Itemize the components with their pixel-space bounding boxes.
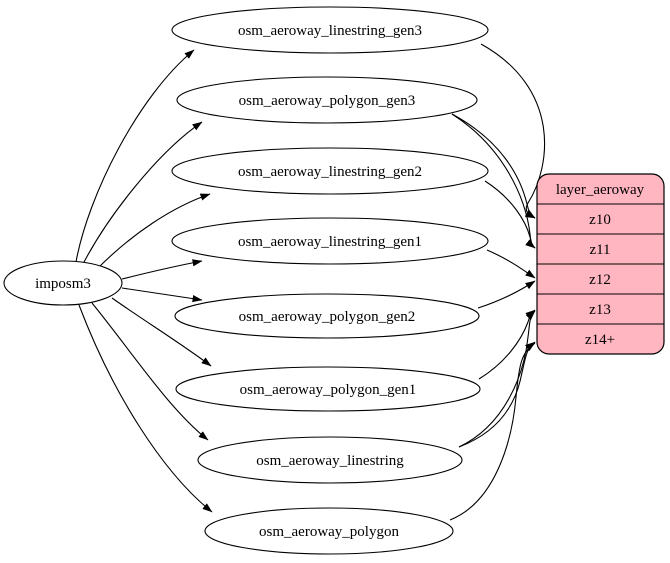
node-osm-aeroway-polygon-gen2: osm_aeroway_polygon_gen2 xyxy=(174,293,480,339)
node-osm-aeroway-linestring-gen3: osm_aeroway_linestring_gen3 xyxy=(171,6,489,54)
osm-aeroway-polygon-gen1-ellipse xyxy=(175,366,481,412)
osm-aeroway-polygon-gen2-ellipse xyxy=(174,293,480,339)
edge-imposm3-to-osm-aeroway-polygon-gen2 xyxy=(121,287,203,303)
edge-osm-aeroway-polygon-to-z14 xyxy=(449,342,536,521)
osm-aeroway-linestring-gen2-ellipse xyxy=(171,147,489,195)
layer-aeroway-title: layer_aeroway xyxy=(556,182,645,198)
osm-aeroway-polygon-gen3-ellipse xyxy=(176,76,478,124)
node-osm-aeroway-linestring-gen1: osm_aeroway_linestring_gen1 xyxy=(171,217,489,265)
osm-aeroway-linestring-gen1-label: osm_aeroway_linestring_gen1 xyxy=(238,234,422,250)
node-osm-aeroway-linestring: osm_aeroway_linestring xyxy=(197,436,463,484)
edge-osm-aeroway-linestring-gen3-to-z10 xyxy=(480,43,546,219)
edges-to-layer xyxy=(449,43,546,521)
edge-imposm3-to-osm-aeroway-polygon-gen3 xyxy=(82,121,203,265)
node-osm-aeroway-polygon-gen3: osm_aeroway_polygon_gen3 xyxy=(176,76,478,124)
edge-imposm3-to-osm-aeroway-polygon-gen1 xyxy=(111,297,212,367)
layer-aeroway-row-z11: z11 xyxy=(589,242,610,258)
node-osm-aeroway-polygon-gen1: osm_aeroway_polygon_gen1 xyxy=(175,366,481,412)
imposm3-ellipse xyxy=(3,260,123,306)
edge-imposm3-to-osm-aeroway-linestring-gen1 xyxy=(121,259,203,280)
edges-from-source xyxy=(75,49,213,513)
layer-aeroway-row-z14: z14+ xyxy=(585,332,615,348)
node-layer-aeroway: layer_aeroway z10 z11 z12 z13 z14+ xyxy=(536,173,665,355)
imposm3-label: imposm3 xyxy=(35,276,91,292)
edge-imposm3-to-osm-aeroway-linestring xyxy=(91,302,209,441)
osm-aeroway-linestring-ellipse xyxy=(197,436,463,484)
layer-aeroway-row-z12: z12 xyxy=(589,272,611,288)
osm-aeroway-linestring-gen3-label: osm_aeroway_linestring_gen3 xyxy=(238,23,422,39)
osm-aeroway-linestring-label: osm_aeroway_linestring xyxy=(256,453,404,469)
edge-imposm3-to-osm-aeroway-linestring-gen3 xyxy=(75,49,195,263)
edge-osm-aeroway-polygon-gen3-to-z10 xyxy=(451,113,536,219)
node-imposm3: imposm3 xyxy=(3,260,123,306)
edge-osm-aeroway-linestring-gen1-to-z12 xyxy=(486,249,536,279)
osm-aeroway-linestring-gen2-label: osm_aeroway_linestring_gen2 xyxy=(238,164,422,180)
node-osm-aeroway-linestring-gen2: osm_aeroway_linestring_gen2 xyxy=(171,147,489,195)
osm-aeroway-polygon-gen1-label: osm_aeroway_polygon_gen1 xyxy=(240,382,417,398)
osm-aeroway-linestring-gen1-ellipse xyxy=(171,217,489,265)
edge-imposm3-to-osm-aeroway-polygon xyxy=(78,304,213,513)
layer-aeroway-row-z13: z13 xyxy=(589,302,611,318)
node-osm-aeroway-polygon: osm_aeroway_polygon xyxy=(204,507,454,555)
osm-aeroway-polygon-gen2-label: osm_aeroway_polygon_gen2 xyxy=(239,309,416,325)
osm-aeroway-polygon-ellipse xyxy=(204,507,454,555)
edge-osm-aeroway-polygon-gen2-to-z12 xyxy=(477,280,536,309)
edge-osm-aeroway-linestring-gen2-to-z11 xyxy=(484,180,536,249)
osm-aeroway-polygon-gen3-label: osm_aeroway_polygon_gen3 xyxy=(239,93,416,109)
layer-aeroway-row-z10: z10 xyxy=(589,212,611,228)
osm-aeroway-linestring-gen3-ellipse xyxy=(171,6,489,54)
edge-imposm3-to-osm-aeroway-linestring-gen2 xyxy=(97,193,211,269)
osm-aeroway-polygon-label: osm_aeroway_polygon xyxy=(259,524,399,540)
